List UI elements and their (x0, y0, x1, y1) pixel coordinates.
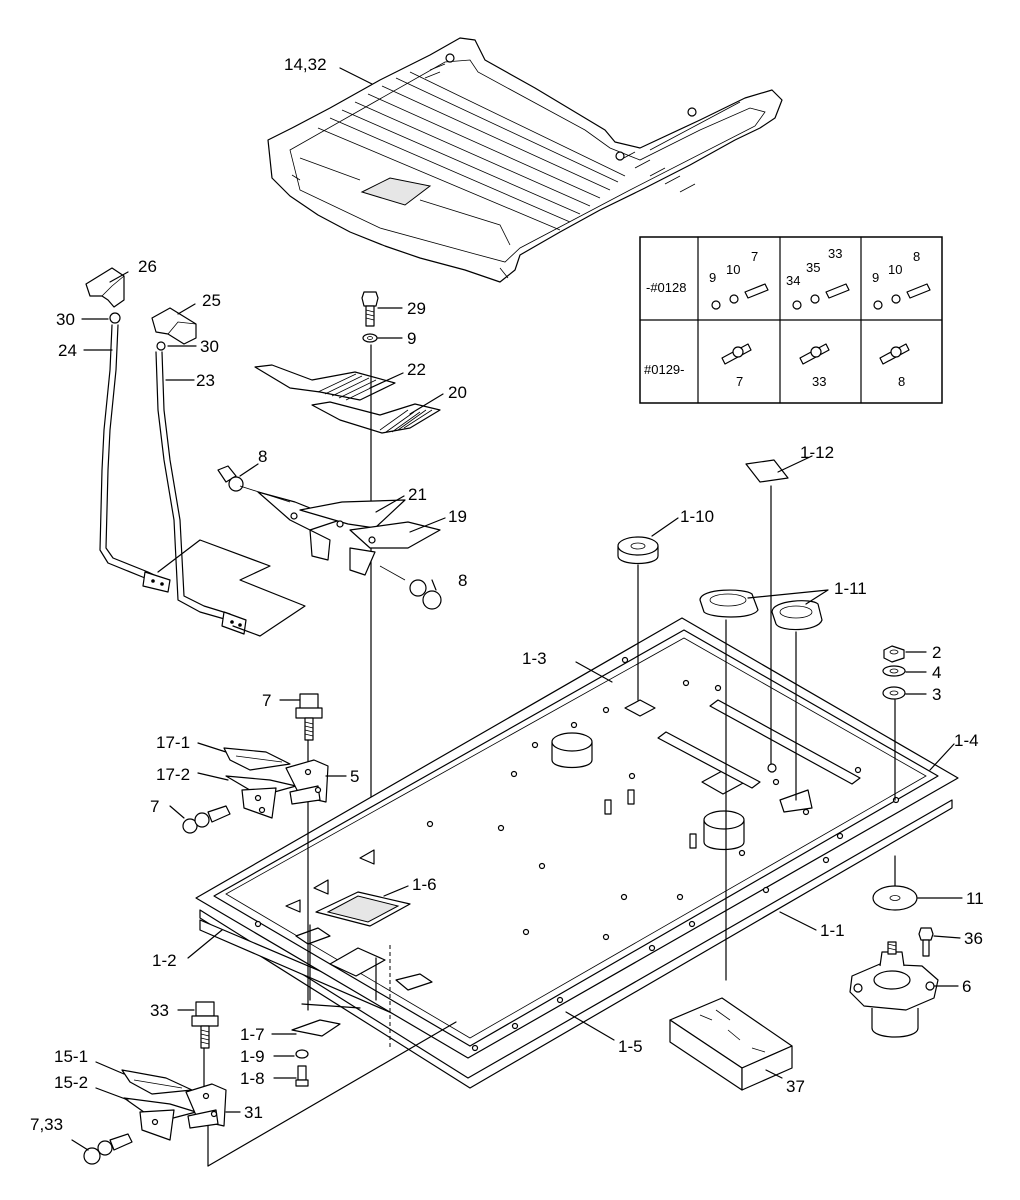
label-30-a: 30 (56, 310, 75, 329)
label-15-2: 15-2 (54, 1073, 88, 1092)
table-c3-a: 9 (872, 270, 879, 285)
label-26: 26 (138, 257, 157, 276)
hardware-table: -#0128 #0129- 9 10 7 7 34 35 33 33 9 10 … (639, 236, 943, 404)
label-6: 6 (962, 977, 971, 996)
label-1-6: 1-6 (412, 875, 437, 894)
label-5: 5 (350, 767, 359, 786)
table-c1-bottom: 7 (736, 374, 743, 389)
label-1-11: 1-11 (834, 579, 867, 598)
label-1-1: 1-1 (820, 921, 845, 940)
bolt-1-8 (295, 1049, 309, 1087)
label-33: 33 (150, 1001, 169, 1020)
label-9: 9 (407, 329, 416, 348)
lever-rods (85, 267, 247, 635)
grommets (617, 459, 823, 981)
table-row2-label: #0129- (644, 362, 684, 377)
table-c2-c: 33 (828, 246, 842, 261)
guide-lines (207, 924, 457, 1167)
label-36: 36 (964, 929, 983, 948)
table-c2-a: 34 (786, 273, 800, 288)
table-row1-label: -#0128 (646, 280, 686, 295)
table-c3-bottom: 8 (898, 374, 905, 389)
label-23: 23 (196, 371, 215, 390)
label-1-3: 1-3 (522, 649, 547, 668)
lever-link-outline (157, 539, 306, 637)
bracket-15 (83, 1001, 227, 1165)
label-25: 25 (202, 291, 221, 310)
label-7-b: 7 (150, 797, 159, 816)
table-c1-b: 10 (726, 262, 740, 277)
table-fasteners-row2 (721, 343, 910, 365)
label-11: 11 (966, 889, 984, 908)
label-24: 24 (58, 341, 77, 360)
callout-labels: 14,32 26 25 30 30 24 23 29 9 22 20 8 21 … (30, 55, 984, 1134)
label-20: 20 (448, 383, 467, 402)
label-31: 31 (244, 1103, 263, 1122)
label-7-a: 7 (262, 691, 271, 710)
table-c1-a: 9 (709, 270, 716, 285)
bolt-29 (361, 291, 379, 343)
leader-lines (71, 67, 963, 1151)
label-2: 2 (932, 643, 941, 662)
label-17-1: 17-1 (156, 733, 190, 752)
label-1-4: 1-4 (954, 731, 979, 750)
label-1-9: 1-9 (240, 1047, 265, 1066)
table-c2-b: 35 (806, 260, 820, 275)
label-1-8: 1-8 (240, 1069, 265, 1088)
pedals-upper (254, 364, 441, 434)
label-1-2: 1-2 (152, 951, 177, 970)
table-fasteners-row1 (711, 283, 931, 310)
label-29: 29 (407, 299, 426, 318)
pedal-brackets (217, 465, 442, 610)
label-8-b: 8 (458, 571, 467, 590)
table-c2-bottom: 33 (812, 374, 826, 389)
label-1-10: 1-10 (680, 507, 714, 526)
label-14-32: 14,32 (284, 55, 327, 74)
label-4: 4 (932, 663, 941, 682)
label-1-12: 1-12 (800, 443, 834, 462)
table-c1-c: 7 (751, 249, 758, 264)
plate-holes (254, 656, 900, 1052)
label-1-7: 1-7 (240, 1025, 265, 1044)
label-30-b: 30 (200, 337, 219, 356)
mount-parts (669, 645, 939, 1091)
label-19: 19 (448, 507, 467, 526)
label-17-2: 17-2 (156, 765, 190, 784)
label-8-a: 8 (258, 447, 267, 466)
label-37: 37 (786, 1077, 805, 1096)
label-15-1: 15-1 (54, 1047, 88, 1066)
label-22: 22 (407, 360, 426, 379)
bracket-17 (182, 693, 329, 1011)
table-c3-c: 8 (913, 249, 920, 264)
label-7-33: 7,33 (30, 1115, 63, 1134)
label-3: 3 (932, 685, 941, 704)
floor-plate (195, 617, 959, 1089)
floor-mat (267, 37, 783, 283)
label-1-5: 1-5 (618, 1037, 643, 1056)
label-21: 21 (408, 485, 427, 504)
table-c3-b: 10 (888, 262, 902, 277)
